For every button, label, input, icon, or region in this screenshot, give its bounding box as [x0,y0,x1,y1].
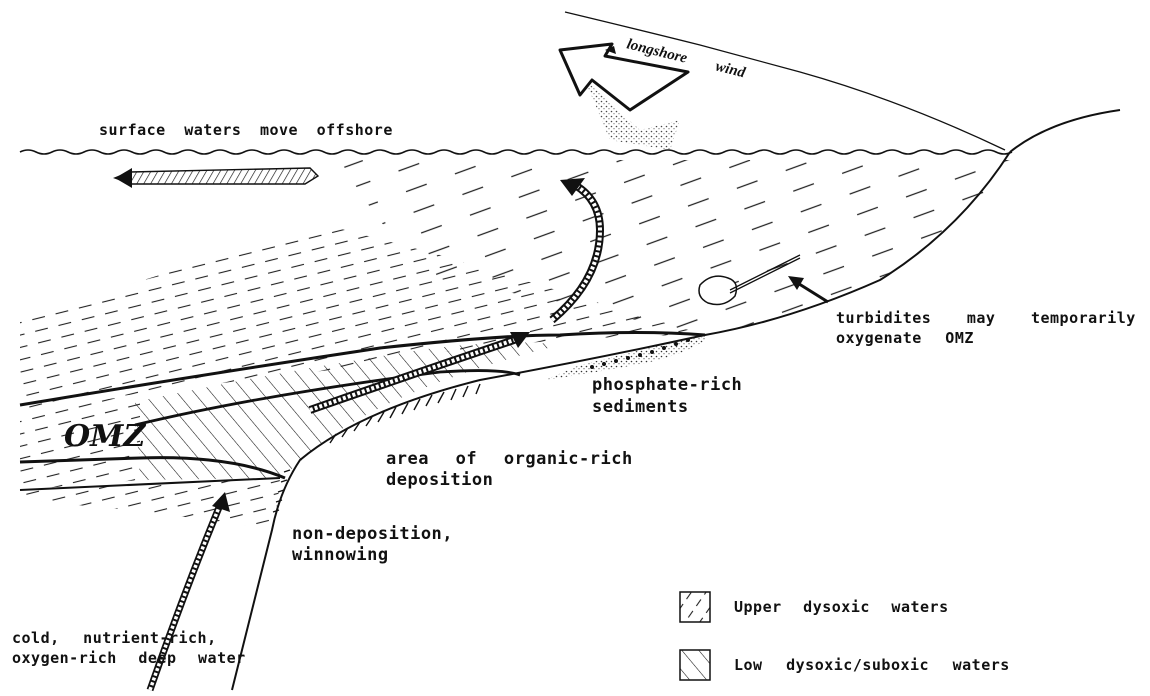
legend-label-low-dysoxic: Low dysoxic/suboxic waters [734,656,1010,674]
label-nondeposition-2: winnowing [292,545,389,565]
label-turbidites-1: turbidites may temporarily [836,309,1136,327]
label-organic-2: deposition [386,470,493,490]
label-omz: OMZ [64,419,146,454]
land-surface-line [1010,110,1120,152]
legend-swatch-upper-dysoxic [680,592,710,622]
label-cold-water-1: cold, nutrient-rich, [12,629,217,647]
sea-surface-line [20,150,1012,154]
label-cold-water-2: oxygen-rich deep water [12,649,246,667]
label-nondeposition-1: non-deposition, [292,524,453,544]
label-turbidites-2: oxygenate OMZ [836,329,974,347]
offshore-surface-arrow [115,168,318,188]
legend: Upper dysoxic waters Low dysoxic/suboxic… [680,592,1010,680]
label-surface-waters: surface waters move offshore [99,121,393,139]
label-phosphate-1: phosphate-rich [592,375,742,395]
legend-swatch-low-dysoxic [680,650,710,680]
phosphate-sediment-stipple [545,335,705,380]
legend-label-upper-dysoxic: Upper dysoxic waters [734,598,949,616]
label-organic-1: area of organic-rich [386,449,633,469]
label-phosphate-2: sediments [592,397,689,417]
